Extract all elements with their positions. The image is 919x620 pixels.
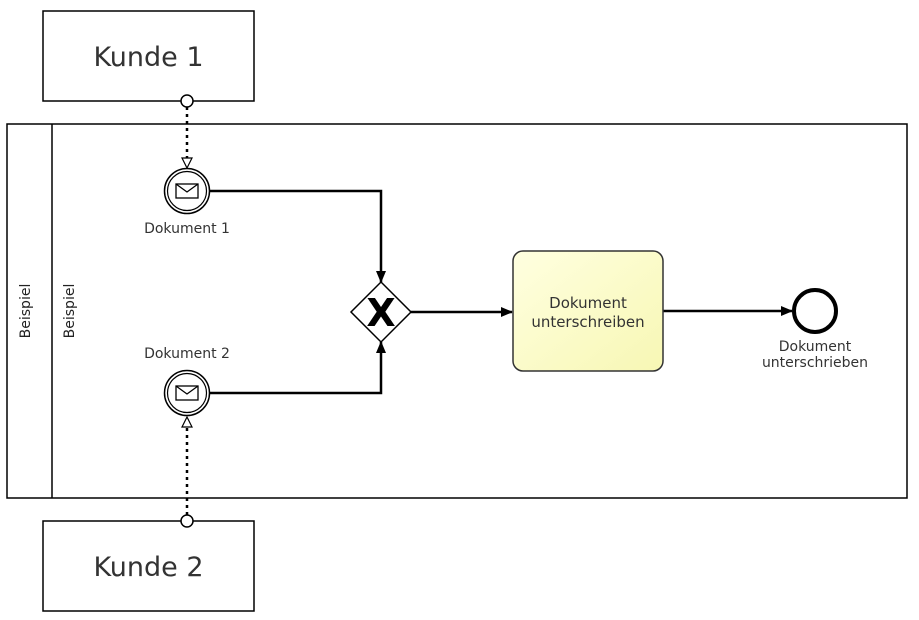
end-event[interactable]: Dokument unterschrieben [762,288,868,371]
pool-label: Beispiel [18,284,34,339]
task-dokument-unterschreiben[interactable]: Dokument unterschreiben [512,250,664,372]
envelope-icon [175,183,199,199]
exclusive-gateway[interactable]: X [349,280,413,344]
lane-label: Beispiel [62,284,78,339]
gateway-x-marker: X [366,291,395,335]
message-start-event-2[interactable]: Dokument 2 [144,346,230,417]
task-label-line2: unterschreiben [531,313,644,331]
sequence-flow-start1-gateway[interactable] [210,189,386,283]
message-flow-2[interactable] [180,417,194,528]
participant-kunde-1[interactable]: Kunde 1 [42,10,255,102]
message-start-event-1[interactable]: Dokument 1 [144,167,230,238]
participant-kunde-2[interactable]: Kunde 2 [42,520,255,612]
sequence-flow-start2-gateway[interactable] [210,341,386,395]
envelope-icon [175,385,199,401]
end-event-label-line1: Dokument [779,339,852,355]
event-label: Dokument 1 [144,221,230,237]
event-label: Dokument 2 [144,346,230,362]
participant-label: Kunde 1 [93,42,203,73]
participant-label: Kunde 2 [93,552,203,583]
message-flow-1[interactable] [180,94,194,168]
end-event-label-line2: unterschrieben [762,355,868,371]
task-label-line1: Dokument [549,294,627,312]
